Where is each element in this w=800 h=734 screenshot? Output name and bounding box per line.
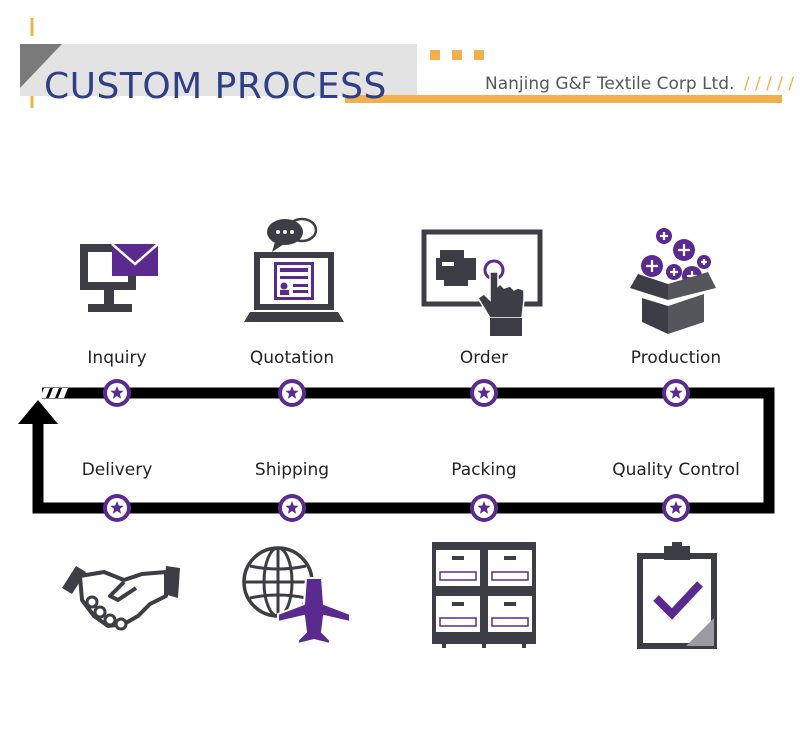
marker-quality-control <box>662 494 690 522</box>
packing-box <box>484 588 536 636</box>
step-label-packing: Packing <box>451 460 517 480</box>
globe-plane-icon <box>242 546 351 646</box>
packing-box <box>432 542 484 590</box>
star-icon <box>669 501 683 514</box>
packing-box <box>484 542 536 590</box>
star-icon <box>285 386 299 399</box>
marker-quotation <box>278 379 306 407</box>
star-icon <box>110 386 124 399</box>
marker-order <box>470 379 498 407</box>
stacked-boxes-icon <box>432 542 536 648</box>
packing-box <box>432 588 484 636</box>
handshake-icon <box>62 566 180 631</box>
marker-shipping <box>278 494 306 522</box>
step-label-delivery: Delivery <box>81 460 153 480</box>
loop-arrow-head <box>18 400 58 424</box>
step-label-inquiry: Inquiry <box>87 348 147 368</box>
marker-delivery <box>103 494 131 522</box>
company-name: Nanjing G&F Textile Corp Ltd. / / / / / <box>485 74 794 94</box>
step-label-production: Production <box>630 348 722 368</box>
header-decoration <box>20 18 782 108</box>
marker-packing <box>470 494 498 522</box>
star-icon <box>669 386 683 399</box>
marker-inquiry <box>103 379 131 407</box>
step-label-quotation: Quotation <box>249 348 335 368</box>
box-production-icon <box>630 228 716 334</box>
page-title: CUSTOM PROCESS <box>44 66 387 107</box>
clipboard-check-icon <box>637 542 717 649</box>
star-icon <box>477 386 491 399</box>
star-icon <box>110 501 124 514</box>
star-icon <box>285 501 299 514</box>
step-label-quality-control: Quality Control <box>612 460 740 480</box>
step-markers <box>103 379 690 522</box>
computer-mail-icon <box>80 243 159 312</box>
step-label-order: Order <box>459 348 509 368</box>
star-icon <box>477 501 491 514</box>
step-label-shipping: Shipping <box>254 460 330 480</box>
laptop-chat-icon <box>244 217 344 322</box>
touch-order-icon <box>421 229 543 336</box>
company-slashes: / / / / / <box>743 74 795 94</box>
company-name-text: Nanjing G&F Textile Corp Ltd. <box>485 74 735 94</box>
process-loop <box>18 387 775 514</box>
loop-start-hatch <box>40 388 68 398</box>
marker-production <box>662 379 690 407</box>
